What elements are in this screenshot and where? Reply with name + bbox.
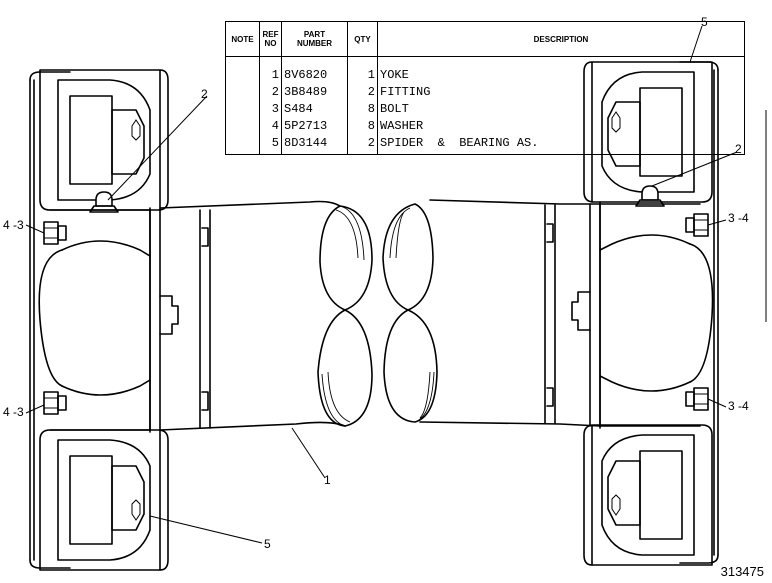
- description-cell: SPIDER & BEARING AS.: [377, 134, 745, 155]
- description-cell: YOKE: [377, 56, 745, 83]
- right-yoke-assembly: [571, 61, 767, 566]
- right-grease-fitting-icon: [635, 185, 665, 207]
- header-note: NOTE: [225, 21, 260, 57]
- table-row: 5 8D3144 2 SPIDER & BEARING AS.: [225, 134, 745, 155]
- header-part-number: PART NUMBER: [281, 21, 348, 57]
- left-grease-fitting-icon: [89, 191, 119, 213]
- qty-cell: 1: [347, 56, 378, 83]
- callout-bolt-washer-left-lower: 4 -3: [3, 405, 24, 419]
- table-row: 1 8V6820 1 YOKE: [225, 56, 745, 83]
- callout-spider-bottom-left: 5: [264, 537, 271, 551]
- right-top-bearing-cap: [583, 61, 713, 203]
- left-yoke-assembly: [29, 69, 179, 571]
- leader-lines: [25, 25, 738, 544]
- right-yoke-tube: [382, 199, 601, 427]
- parts-table-header: NOTE REF NO PART NUMBER QTY DESCRIPTION: [225, 21, 745, 57]
- callout-spider-top-right: 5: [701, 15, 708, 29]
- left-upper-bolt-icon: [43, 221, 67, 245]
- callout-fitting-left: 2: [201, 87, 208, 101]
- part-number-cell: 8D3144: [281, 134, 348, 155]
- table-row: 4 5P2713 8 WASHER: [225, 117, 745, 134]
- header-qty: QTY: [347, 21, 378, 57]
- callout-bolt-washer-right-lower: 3 -4: [728, 399, 749, 413]
- description-cell: WASHER: [377, 117, 745, 134]
- left-yoke-tube: [159, 200, 373, 431]
- left-lower-bolt-icon: [43, 391, 67, 415]
- header-ref-no: REF NO: [259, 21, 282, 57]
- table-row: 3 S484 8 BOLT: [225, 100, 745, 117]
- part-number-cell: S484: [281, 100, 348, 117]
- right-bottom-bearing-cap: [583, 424, 713, 566]
- right-lower-bolt-icon: [685, 387, 709, 411]
- callout-yoke: 1: [324, 473, 331, 487]
- description-cell: BOLT: [377, 100, 745, 117]
- callout-bolt-washer-left-upper: 4 -3: [3, 218, 24, 232]
- left-bottom-bearing-cap: [39, 429, 169, 571]
- callout-bolt-washer-right-upper: 3 -4: [728, 211, 749, 225]
- part-number-cell: 5P2713: [281, 117, 348, 134]
- figure-number: 313475: [720, 564, 764, 579]
- note-cell: [225, 56, 260, 83]
- part-number-cell: 8V6820: [281, 56, 348, 83]
- left-top-bearing-cap: [39, 69, 169, 211]
- part-number-cell: 3B8489: [281, 83, 348, 100]
- right-upper-bolt-icon: [685, 213, 709, 237]
- header-description: DESCRIPTION: [377, 21, 745, 57]
- callout-fitting-right: 2: [735, 142, 742, 156]
